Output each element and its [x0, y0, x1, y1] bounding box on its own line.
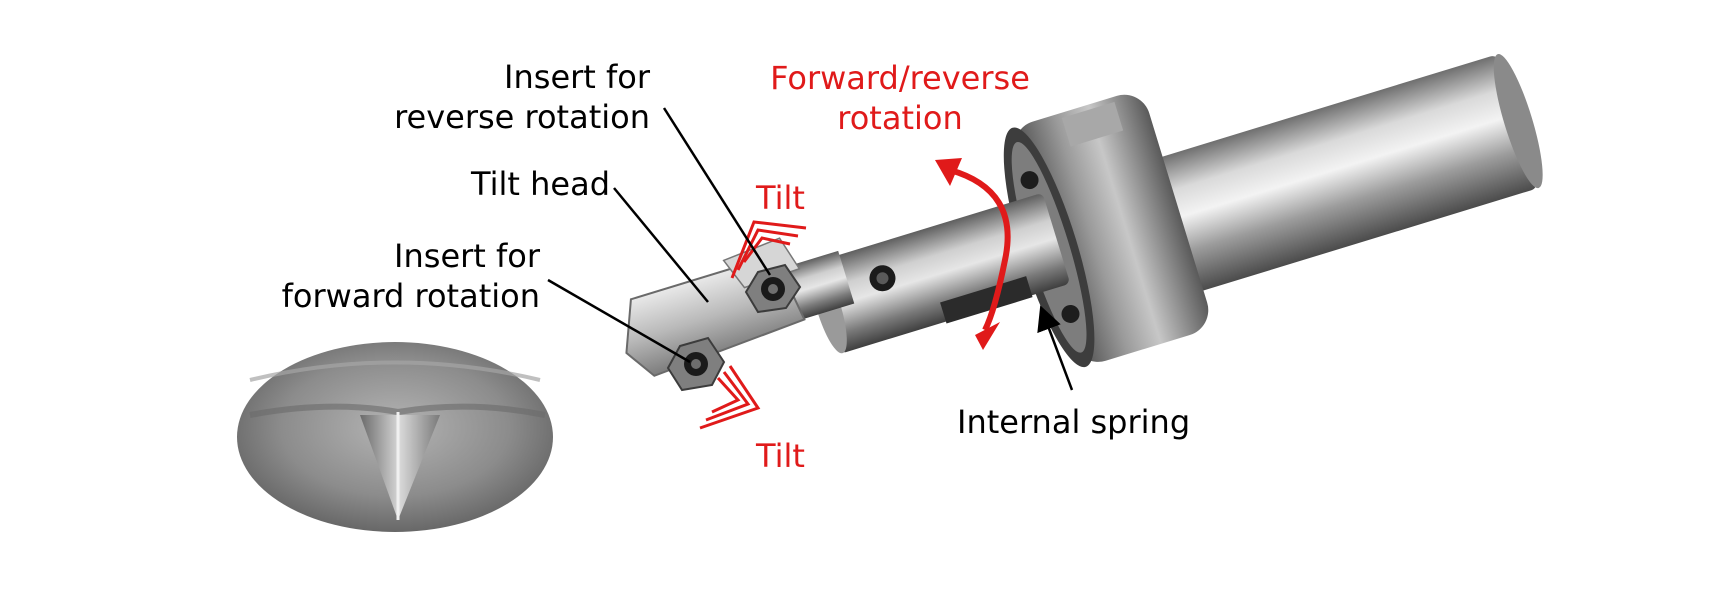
label-rotation: Forward/reverse rotation: [740, 58, 1060, 138]
label-tilt-head-text: Tilt head: [471, 165, 610, 203]
tool-shank: [1136, 53, 1543, 298]
label-rotation-line2: rotation: [837, 99, 963, 137]
label-rotation-line1: Forward/reverse: [770, 59, 1030, 97]
leader-insert-forward: [547, 278, 691, 364]
tilt-chevrons-bottom: [699, 365, 761, 430]
label-insert-reverse-line2: reverse rotation: [394, 98, 650, 136]
label-tilt-bottom: Tilt: [756, 436, 805, 476]
label-tilt-top-text: Tilt: [756, 179, 805, 217]
rotation-arrow: [935, 158, 1011, 350]
insert-reverse: [744, 263, 802, 314]
label-internal-spring-text: Internal spring: [957, 403, 1191, 441]
label-insert-reverse: Insert for reverse rotation: [350, 57, 650, 137]
leader-internal-spring: [1037, 305, 1074, 391]
machined-surface-inset: [237, 342, 553, 532]
insert-forward: [666, 336, 726, 392]
tool-flange: [1003, 94, 1209, 368]
label-insert-forward-line1: Insert for: [394, 237, 540, 275]
leader-lines: [547, 107, 1074, 391]
label-internal-spring: Internal spring: [957, 402, 1190, 442]
leader-tilt-head: [613, 187, 709, 303]
label-tilt-bottom-text: Tilt: [756, 437, 805, 475]
label-insert-forward-line2: forward rotation: [281, 277, 540, 315]
label-tilt-head: Tilt head: [400, 164, 610, 204]
label-insert-reverse-line1: Insert for: [504, 58, 650, 96]
leader-insert-reverse: [662, 107, 772, 276]
label-tilt-top: Tilt: [756, 178, 805, 218]
label-insert-forward: Insert for forward rotation: [240, 236, 540, 316]
tilt-chevrons-top: [730, 220, 807, 279]
